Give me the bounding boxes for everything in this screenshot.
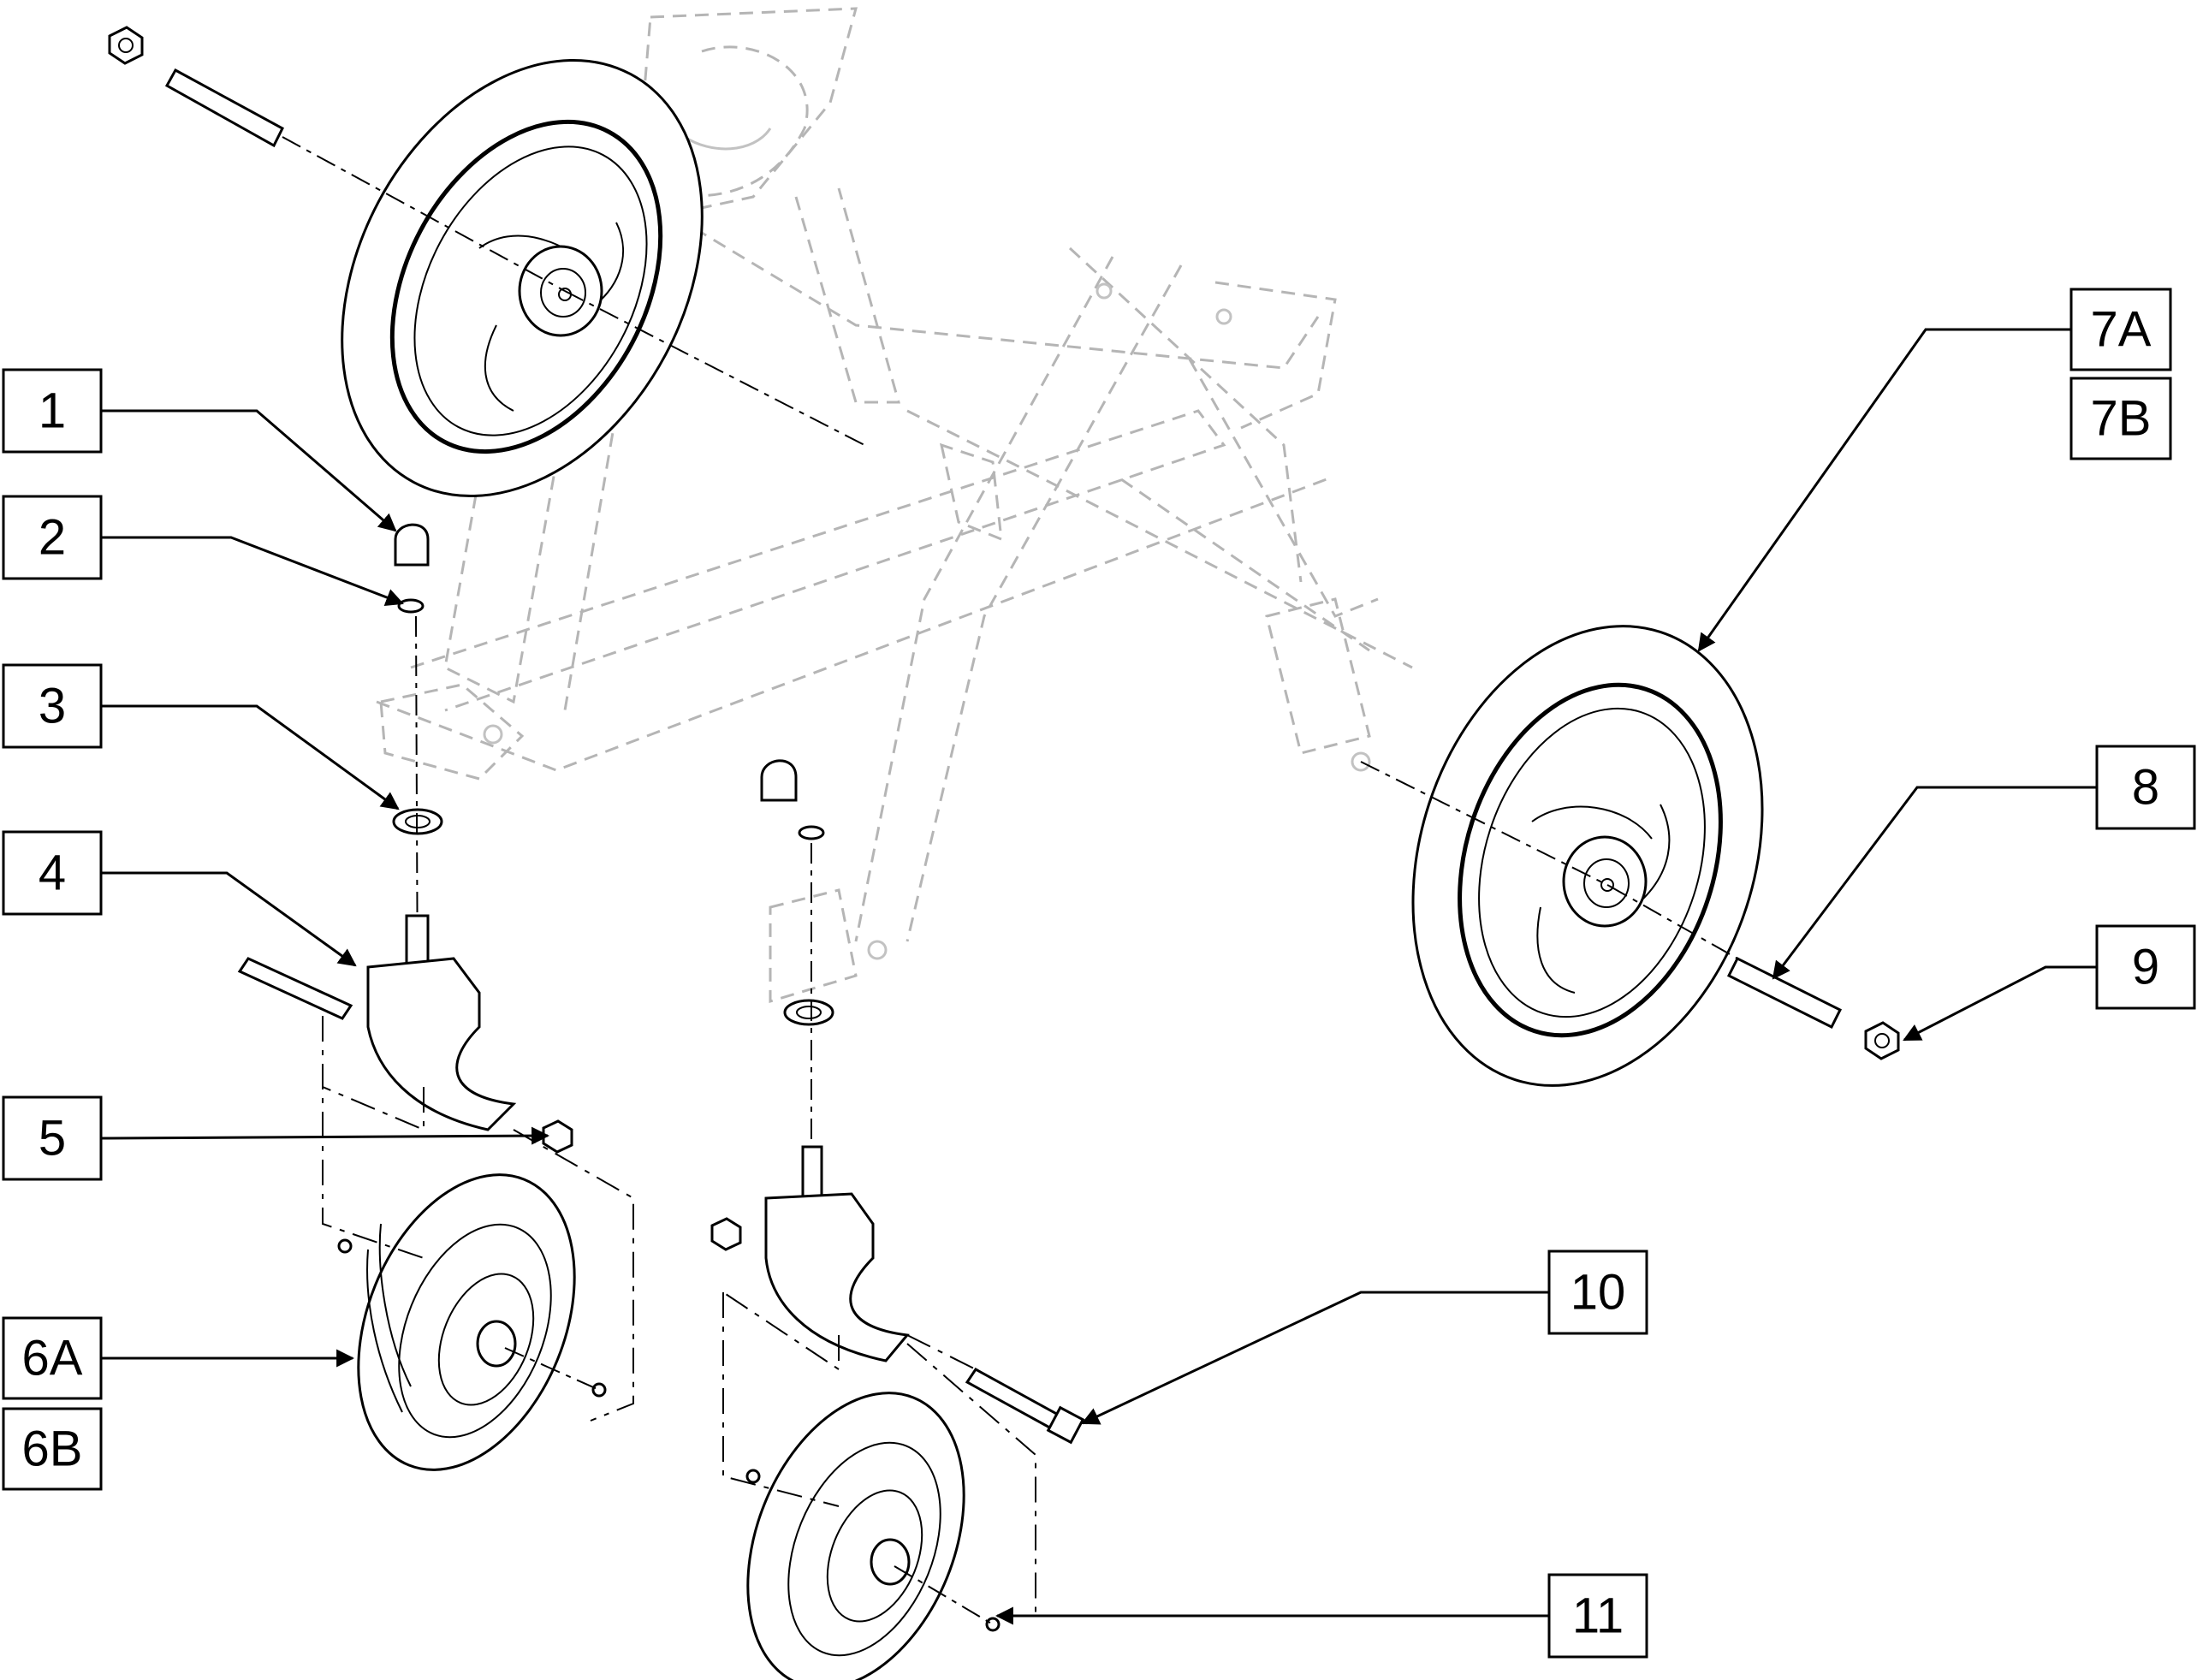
callout-4: 4	[2, 830, 103, 916]
callout-label: 11	[1572, 1588, 1624, 1644]
callout-7a: 7A	[2069, 288, 2172, 371]
callout-10: 10	[1547, 1250, 1648, 1335]
callout-1: 1	[2, 368, 103, 454]
rear-wheel-right	[1360, 625, 1764, 1087]
callout-11: 11	[1547, 1573, 1648, 1659]
callout-2: 2	[2, 495, 103, 580]
callout-7b: 7B	[2069, 377, 2172, 460]
callout-label: 6B	[22, 1422, 83, 1477]
ghost-frame	[376, 7, 1413, 1004]
callout-6a: 6A	[2, 1316, 103, 1400]
callout-label: 1	[39, 383, 66, 439]
callout-3: 3	[2, 663, 103, 749]
callout-label: 7A	[2091, 302, 2152, 358]
callout-9: 9	[2095, 924, 2196, 1010]
callout-label: 7B	[2091, 391, 2152, 447]
axle-bolt-top-left	[108, 26, 865, 446]
callout-label: 8	[2132, 760, 2159, 816]
axle-bolt-right	[1726, 956, 1900, 1060]
left-caster-assembly	[237, 523, 634, 1471]
rear-wheel-left	[341, 58, 704, 498]
callout-6b: 6B	[2, 1407, 103, 1491]
callout-label: 2	[39, 510, 66, 566]
callout-label: 5	[39, 1111, 66, 1167]
callout-label: 4	[39, 846, 66, 901]
callout-label: 10	[1571, 1265, 1626, 1321]
callout-label: 3	[39, 679, 66, 734]
callout-8: 8	[2095, 745, 2196, 830]
center-caster-assembly	[710, 759, 1085, 1680]
leader-lines	[100, 328, 2097, 1625]
callout-5: 5	[2, 1095, 103, 1181]
callout-label: 6A	[22, 1331, 83, 1386]
callout-label: 9	[2132, 940, 2159, 995]
